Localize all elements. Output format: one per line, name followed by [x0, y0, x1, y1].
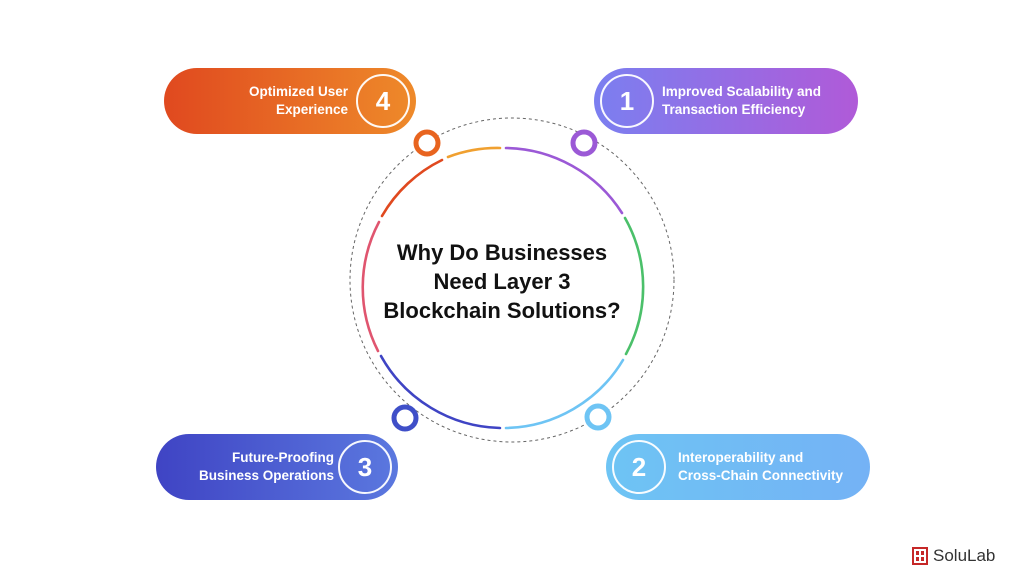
solulab-logo: SoluLab [912, 544, 995, 568]
benefit-2-line-1: Interoperability and [678, 450, 804, 465]
benefit-pill-3: Future-Proofing Business Operations 3 [156, 434, 398, 500]
arc-purple [504, 146, 624, 215]
arc-amber [446, 146, 502, 159]
arc-lightblue [504, 358, 625, 430]
benefit-2-line-2: Cross-Chain Connectivity [678, 468, 844, 483]
benefit-3-line-2: Business Operations [198, 468, 334, 483]
node-ring-2 [584, 403, 612, 431]
benefit-4-label: Optimized User Experience [164, 68, 348, 134]
benefit-pill-4: Optimized User Experience 4 [164, 68, 416, 134]
title-line-2: Need Layer 3 [433, 269, 571, 294]
center-title: Why Do Businesses Need Layer 3 Blockchai… [352, 238, 652, 325]
arc-blue [379, 354, 502, 430]
benefit-2-label: Interoperability and Cross-Chain Connect… [678, 434, 868, 500]
benefit-3-line-1: Future-Proofing [232, 450, 334, 465]
number-badge-3: 3 [338, 440, 392, 494]
node-ring-3 [391, 404, 419, 432]
solulab-logo-icon [912, 547, 928, 565]
benefit-3-label: Future-Proofing Business Operations [156, 434, 334, 500]
arc-orange [380, 158, 444, 218]
node-ring-4 [413, 129, 441, 157]
benefit-4-line-2: Experience [275, 102, 348, 117]
number-badge-1: 1 [600, 74, 654, 128]
benefit-4-line-1: Optimized User [248, 84, 348, 99]
benefit-pill-1: 1 Improved Scalability and Transaction E… [594, 68, 858, 134]
number-badge-2: 2 [612, 440, 666, 494]
logo-text: SoluLab [933, 546, 996, 565]
node-ring-1 [570, 129, 598, 157]
benefit-1-line-2: Transaction Efficiency [662, 102, 806, 117]
benefit-pill-2: 2 Interoperability and Cross-Chain Conne… [606, 434, 870, 500]
outer-dashed-circle [349, 117, 675, 443]
benefit-1-line-1: Improved Scalability and [662, 84, 822, 99]
number-badge-4: 4 [356, 74, 410, 128]
arc-green [623, 216, 645, 356]
title-line-3: Blockchain Solutions? [383, 298, 621, 323]
arc-pink [361, 220, 381, 353]
benefit-1-label: Improved Scalability and Transaction Eff… [662, 68, 852, 134]
title-line-1: Why Do Businesses [396, 240, 608, 265]
